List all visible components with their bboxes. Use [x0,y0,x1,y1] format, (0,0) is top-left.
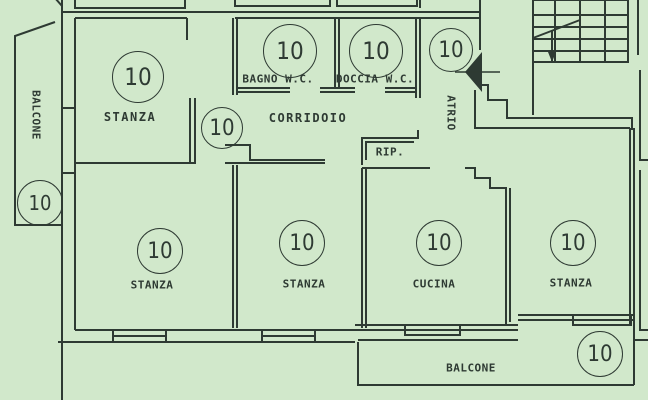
room-number-badge: 10 [137,228,183,274]
room-label-cucina: CUCINA [412,277,456,291]
room-number-badge: 10 [201,107,243,149]
room-label-corridoio: CORRIDOIO [268,111,348,125]
room-label-atrio: ATRIO [444,95,458,131]
room-label-balcone: BALCONE [446,361,496,375]
room-label-stanza: STANZA [282,277,326,291]
room-number-badge: 10 [429,28,473,72]
room-number-badge: 10 [577,331,623,377]
room-number-badge: 10 [112,51,164,103]
room-label-balcone: BALCONE [29,90,43,140]
room-number-badge: 10 [279,220,325,266]
room-label-stanza: STANZA [130,278,174,292]
room-number-badge: 10 [17,180,63,226]
room-label-doccia-wc: DOCCIA W.C. [335,72,415,86]
room-number-badge: 10 [416,220,462,266]
room-number-badge: 10 [349,24,403,78]
room-label-ripostiglio: RIP. [375,145,405,159]
room-number-badge: 10 [263,24,317,78]
room-label-stanza: STANZA [549,276,593,290]
room-label-bagno-wc: BAGNO W.C. [242,72,314,86]
room-number-badge: 10 [550,220,596,266]
room-label-stanza: STANZA [103,110,157,124]
